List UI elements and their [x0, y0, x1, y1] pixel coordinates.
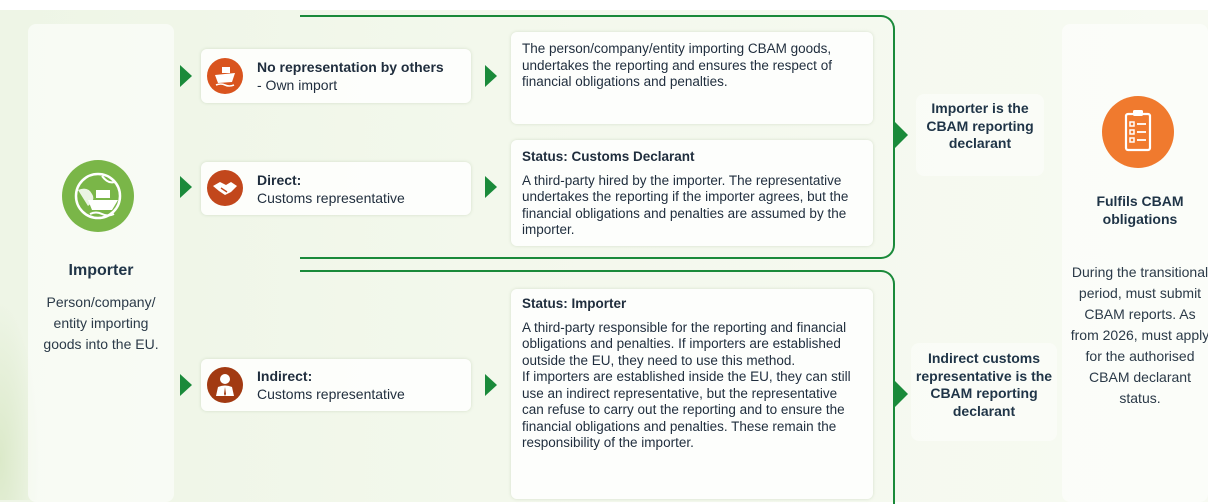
option-card-direct: Direct: Customs representative	[201, 162, 471, 215]
option-title: No representation by others	[257, 59, 444, 75]
option-subtitle: Customs representative	[257, 190, 405, 206]
clipboard-checklist-icon	[1102, 96, 1174, 168]
bracket-top-arrow	[894, 121, 908, 149]
description-heading: Status: Customs Declarant	[522, 149, 695, 164]
option-card-own-import: No representation by others - Own import	[201, 49, 471, 103]
obligations-text: During the transitional period, must sub…	[1070, 264, 1208, 406]
arrow-to-description-1	[485, 65, 497, 87]
arrow-to-option-1	[180, 65, 192, 87]
option-title: Direct:	[257, 172, 302, 188]
arrow-to-option-2	[180, 176, 192, 198]
description-text: A third-party responsible for the report…	[522, 319, 847, 368]
description-block: Status: Importer A third-party responsib…	[522, 296, 862, 452]
description-text: A third-party hired by the importer. The…	[522, 172, 849, 238]
arrow-to-description-3	[485, 374, 497, 396]
ship-globe-icon	[62, 160, 134, 232]
importer-description: Person/company/ entity importing goods i…	[43, 294, 159, 352]
option-title: Indirect:	[257, 368, 313, 384]
description-block: Status: Customs Declarant A third-party …	[522, 149, 862, 239]
option-subtitle: - Own import	[257, 77, 338, 93]
description-text-continued: If importers are established inside the …	[522, 369, 851, 450]
declarant-box-indirect: Indirect customs representative is the C…	[911, 343, 1057, 441]
declarant-text: Indirect customs representative is the C…	[915, 350, 1053, 419]
person-icon	[207, 367, 243, 403]
bracket-bottom-group	[300, 270, 895, 504]
importer-title: Importer	[68, 262, 134, 279]
arrow-to-description-2	[485, 176, 497, 198]
description-card-indirect: Status: Importer A third-party responsib…	[511, 289, 873, 499]
declarant-text: Importer is the CBAM reporting declarant	[926, 100, 1034, 151]
bracket-top-group	[300, 15, 895, 259]
description-card-own-import: The person/company/entity importing CBAM…	[511, 32, 873, 124]
obligations-title: Fulfils CBAM obligations	[1096, 193, 1184, 227]
description-text: The person/company/entity importing CBAM…	[522, 41, 832, 89]
bracket-bottom-arrow	[894, 380, 908, 408]
description-card-direct: Status: Customs Declarant A third-party …	[511, 140, 873, 246]
obligations-panel: Fulfils CBAM obligations During the tran…	[1062, 24, 1208, 502]
declarant-box-importer: Importer is the CBAM reporting declarant	[916, 94, 1044, 176]
option-subtitle: Customs representative	[257, 386, 405, 402]
option-card-indirect: Indirect: Customs representative	[201, 359, 471, 411]
ship-icon	[207, 58, 243, 94]
arrow-to-option-3	[180, 374, 192, 396]
description-heading: Status: Importer	[522, 296, 627, 311]
importer-panel: Importer Person/company/ entity importin…	[28, 24, 174, 502]
handshake-icon	[207, 170, 243, 206]
